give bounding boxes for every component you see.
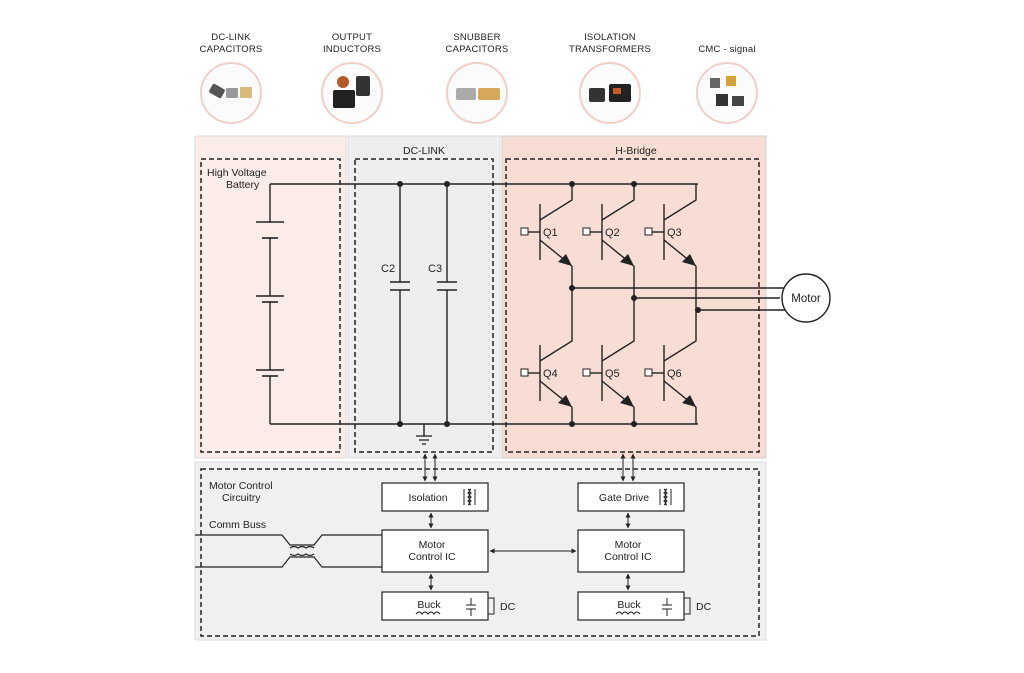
buck-block-right (577, 591, 685, 621)
ground-icon (416, 435, 432, 445)
snubber-capacitors-photo-icon (446, 62, 508, 124)
dc-left-label: DC (500, 601, 516, 613)
capacitor-label-c3: C3 (428, 263, 442, 275)
transistor-q4: Q4 (520, 288, 573, 424)
comm-buss-label: Comm Buss (209, 519, 266, 531)
transformer-icon (463, 488, 672, 506)
gate-drive-label: Gate Drive (599, 492, 649, 504)
motor-control-ic-left (381, 529, 489, 573)
transistor-label: Q4 (543, 368, 558, 380)
buck-left-label: Buck (417, 599, 441, 611)
component-label: DC-LINK (211, 32, 251, 43)
transistor-label: Q3 (667, 227, 682, 239)
control-title: Motor Control (209, 480, 273, 492)
hbridge-title: H-Bridge (615, 145, 657, 157)
dc-right-label: DC (696, 601, 712, 613)
buck-block-left (381, 591, 489, 621)
component-label: CAPACITORS (199, 44, 263, 55)
control-title: Circuitry (222, 492, 261, 504)
isolation-transformers-photo-icon (579, 62, 641, 124)
comm-buss-wires (195, 534, 382, 568)
control-blocks (381, 482, 685, 621)
mcic-left-label: Motor (419, 539, 446, 551)
motor-control-ic-right (577, 529, 685, 573)
component-isolation-transformers: ISOLATION TRANSFORMERS (555, 30, 665, 124)
transistor-q2: Q2 (582, 184, 635, 298)
transistor-label: Q2 (605, 227, 620, 239)
transistor-label: Q6 (667, 368, 682, 380)
transistor-label: Q1 (543, 227, 558, 239)
transistor-label: Q5 (605, 368, 620, 380)
component-label: CMC - signal (698, 44, 756, 55)
transistor-q1: Q1 (520, 184, 573, 288)
component-snubber-capacitors: SNUBBER CAPACITORS (422, 30, 532, 124)
capacitor-symbols (390, 281, 457, 291)
component-label: SNUBBER (453, 32, 501, 43)
transistor-q5: Q5 (582, 298, 635, 424)
junction-dots (397, 181, 701, 427)
component-label: INDUCTORS (322, 44, 382, 55)
isolation-label: Isolation (408, 492, 447, 504)
motor-icon (781, 273, 831, 323)
component-label: ISOLATION (584, 32, 636, 43)
dclink-title: DC-LINK (403, 145, 445, 157)
buck-symbols (415, 597, 691, 616)
mcic-left-label: Control IC (408, 551, 456, 563)
transistor-q3: Q3 (644, 184, 697, 310)
battery-cells (256, 221, 284, 377)
dclink-section (347, 135, 501, 459)
battery-title: Battery (226, 179, 260, 191)
mcic-right-label: Control IC (604, 551, 652, 563)
power-wires (269, 183, 786, 436)
dc-link-capacitors-photo-icon (200, 62, 262, 124)
buck-right-label: Buck (617, 599, 641, 611)
component-label: OUTPUT (331, 32, 373, 43)
component-cmc-signal: CMC - signal (672, 30, 782, 124)
output-inductors-photo-icon (321, 62, 383, 124)
component-dc-link-capacitors: DC-LINK CAPACITORS (176, 30, 286, 124)
component-label: TRANSFORMERS (568, 44, 652, 55)
component-label: CAPACITORS (445, 44, 509, 55)
capacitor-label-c2: C2 (381, 263, 395, 275)
gate-drive-block (577, 482, 685, 512)
motor-label: Motor (791, 293, 821, 305)
component-output-inductors: OUTPUT INDUCTORS (297, 30, 407, 124)
signal-arrows (422, 453, 636, 591)
battery-title: High Voltage (207, 167, 267, 179)
dashed-boundaries (200, 158, 760, 637)
transistor-q6: Q6 (644, 310, 697, 424)
mcic-right-label: Motor (615, 539, 642, 551)
cmc-signal-photo-icon (696, 62, 758, 124)
